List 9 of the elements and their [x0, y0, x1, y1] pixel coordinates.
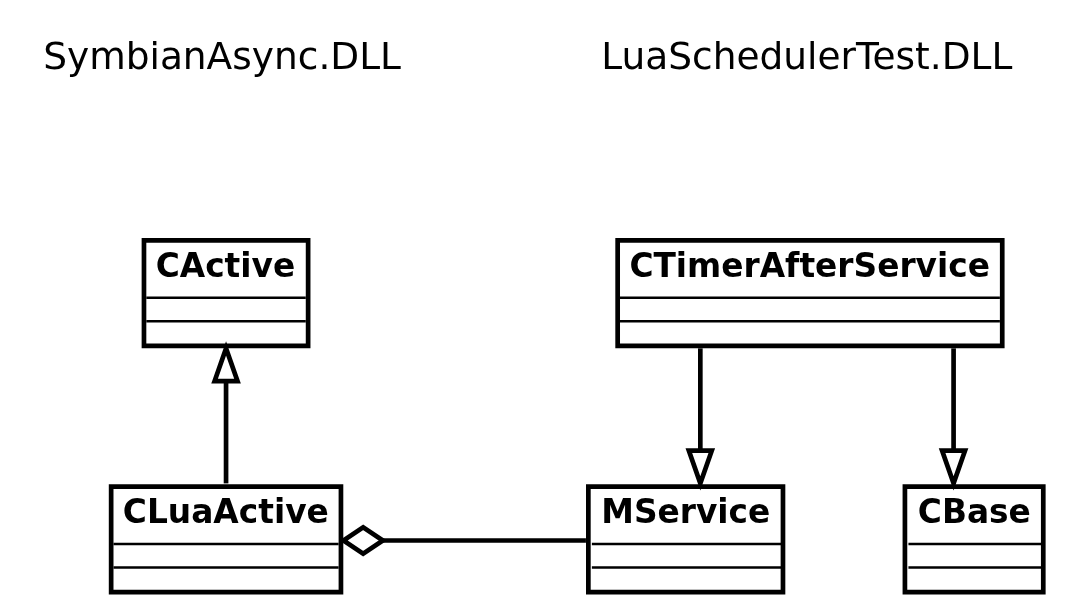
arrow: [210, 341, 241, 484]
arrow: [938, 348, 968, 491]
arrow: [685, 348, 715, 491]
node-box: CBase: [902, 484, 1046, 595]
label: SymbianAsync.DLL: [42, 33, 401, 78]
node-box: CLuaActive: [108, 484, 343, 595]
label: LuaSchedulerTest.DLL: [600, 33, 1012, 78]
node-box: CTimerAfterService: [614, 238, 1005, 349]
node-box: CActive: [141, 238, 310, 349]
